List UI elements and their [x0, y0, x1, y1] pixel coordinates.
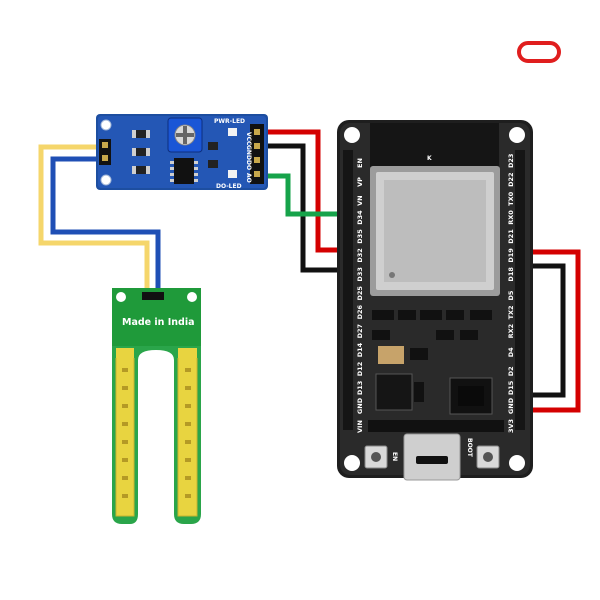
esp32-right-pin-label: D19 [507, 248, 515, 263]
wire-3v3-red [522, 249, 581, 413]
wire-signal-green [262, 173, 352, 217]
esp32-right-pin-label: RX2 [507, 324, 515, 339]
esp32-right-pin-label: D2 [507, 366, 515, 376]
esp32-left-pin-label: D13 [356, 381, 364, 395]
wire-probe-yellow [38, 144, 150, 300]
do-led-label: DO-LED [216, 183, 242, 190]
esp32-right-pin-label: D21 [507, 229, 515, 244]
sensor-pin-do: DO [245, 160, 252, 170]
sensor-pin-gnd: GND [245, 145, 252, 160]
probe-label: Made in India [122, 317, 195, 328]
esp32-left-pin-label: VP [356, 177, 364, 187]
sensor-pin-vcc: VCC [245, 132, 252, 146]
esp32-left-pin-label: D35 [356, 229, 364, 244]
esp32-right-pin-label: D15 [507, 380, 515, 395]
boot-button[interactable] [476, 445, 500, 469]
esp32-left-pin-label: D32 [356, 248, 364, 262]
esp32-right-pin-label: D22 [507, 172, 515, 186]
sensor-pin-ao: AO [245, 173, 252, 183]
esp32-left-pin-label: D12 [356, 362, 364, 376]
esp32-left-pin-label: D34 [356, 210, 364, 225]
wire-ground-black [262, 143, 352, 273]
esp32-right-pin-label: D23 [507, 154, 515, 168]
chip-mark: K [427, 155, 432, 162]
esp32-left-pin-label: EN [356, 158, 364, 168]
esp32-left-pin-label: VN [356, 195, 364, 205]
esp32-left-pin-label: D27 [356, 324, 364, 338]
esp32-right-pin-label: D5 [507, 290, 515, 300]
soil-sensor-module: PWR-LED DO-LED VCC GND DO AO [96, 114, 268, 190]
brand-logo-icon [517, 41, 561, 63]
pwr-led-label: PWR-LED [214, 118, 245, 125]
soil-probe: Made in India [112, 288, 201, 524]
esp32-right-pin-label: 3V3 [507, 419, 515, 433]
en-button[interactable] [364, 445, 388, 469]
esp32-left-pin-label: D14 [356, 342, 364, 357]
esp32-left-pin-label: D25 [356, 286, 364, 301]
esp32-right-pin-label: TX2 [507, 305, 515, 319]
wire-probe-blue [50, 156, 161, 300]
esp32-right-pin-label: D18 [507, 267, 515, 282]
esp32-right-pin-label: RX0 [507, 210, 515, 225]
esp32-left-pin-label: D26 [356, 305, 364, 320]
esp32-left-pin-label: VIN [356, 420, 364, 433]
esp32-right-pin-label: TX0 [507, 191, 515, 205]
potentiometer[interactable] [167, 117, 203, 153]
boot-button-label: BOOT [466, 438, 473, 458]
wire-gnd-black [522, 263, 566, 398]
wire-power-red [262, 129, 352, 253]
esp32-left-pin-label: D33 [356, 267, 364, 281]
esp32-right-pin-label: D4 [507, 347, 515, 357]
esp32-board: K [337, 120, 533, 481]
en-button-label: EN [391, 452, 398, 461]
esp32-left-pin-label: GND [356, 397, 364, 414]
esp32-right-pin-label: GND [507, 397, 515, 414]
